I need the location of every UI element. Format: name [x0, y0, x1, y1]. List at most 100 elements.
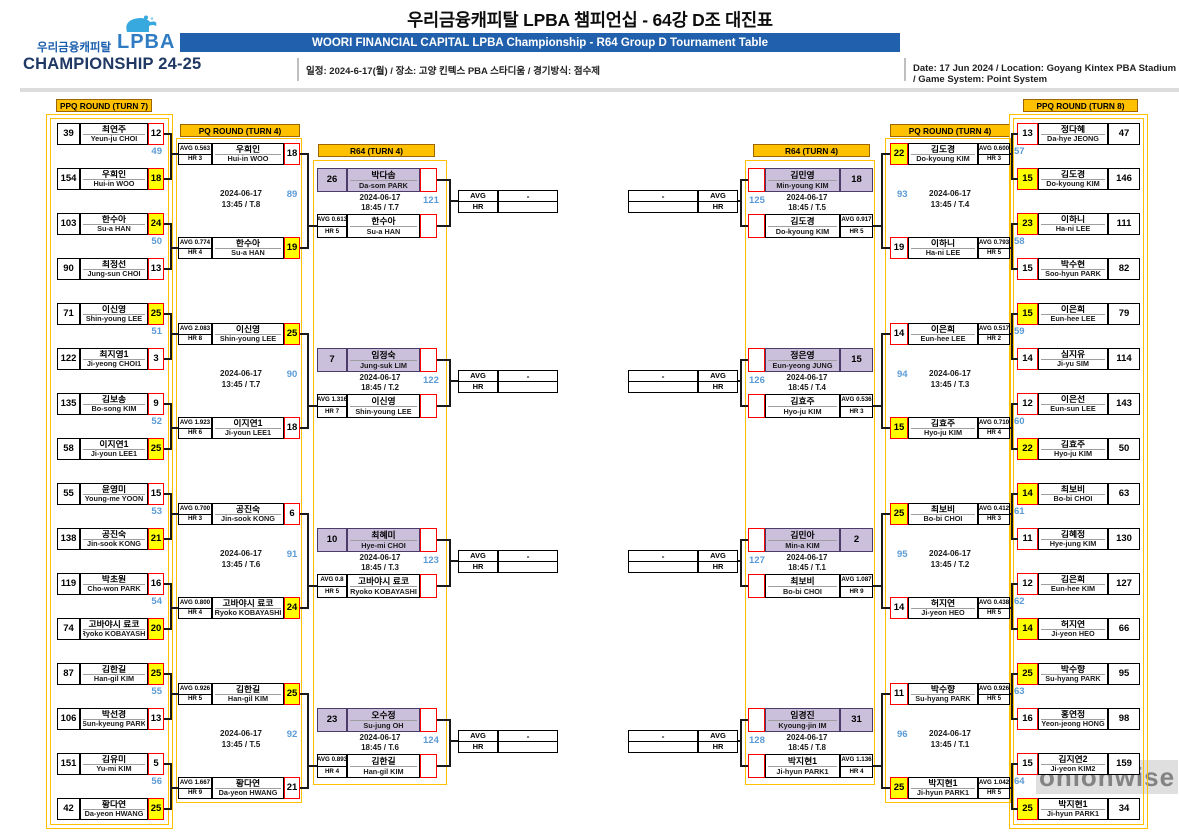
bracket-connector [1008, 607, 1013, 609]
bracket-connector [736, 560, 741, 562]
player-hr-value: HR 9 [187, 789, 203, 797]
match-number: 89 [286, 189, 298, 200]
player-id-box: 95 [1108, 663, 1140, 685]
bracket-connector [742, 179, 748, 181]
player-name-korean: 김은희 [1041, 575, 1105, 585]
player-name-korean: 공진숙 [215, 505, 281, 515]
page-subtitle-bar: WOORI FINANCIAL CAPITAL LPBA Championshi… [180, 33, 900, 52]
player-name-english: Jung-sun CHOI [87, 269, 141, 278]
player-name-korean: 이신영 [215, 325, 281, 335]
match-date: 2024-06-17 [929, 189, 971, 198]
player-name-korean: 공진숙 [83, 530, 145, 540]
player-name-korean: 김민영 [768, 170, 837, 181]
score-box: 12 [1017, 573, 1038, 595]
bracket-connector [882, 607, 890, 609]
player-hr-value: HR 9 [849, 587, 864, 595]
player-name-korean: 이지연1 [83, 440, 145, 450]
bracket-connector [1011, 673, 1013, 720]
bracket-connector [1008, 333, 1013, 335]
bracket-connector [1012, 448, 1018, 450]
player-id-box: 34 [1108, 798, 1140, 820]
player-id-box: 111 [1108, 213, 1140, 235]
bracket-connector [164, 448, 171, 450]
bracket-connector [164, 583, 171, 585]
bracket-connector [1012, 223, 1018, 225]
match-number: 55 [151, 686, 162, 697]
score-box: 13 [148, 708, 164, 730]
score-box [420, 168, 437, 192]
match-number: 92 [286, 729, 298, 740]
player-name-korean: 김한길 [350, 756, 417, 767]
player-name-english: Da-som PARK [359, 180, 408, 190]
player-name-korean: 최보비 [911, 505, 975, 515]
result-hr-label: HR [698, 201, 738, 213]
bracket-connector [449, 740, 458, 742]
player-name-english: Ryoko KOBAYASHI [215, 608, 281, 617]
player-name-korean: 최혜미 [350, 530, 417, 541]
score-box: 15 [1017, 303, 1038, 325]
player-name-korean: 허지연 [1041, 620, 1105, 630]
player-hr-value: HR 6 [187, 429, 203, 437]
match-number: 94 [897, 369, 908, 380]
player-id-box: 119 [57, 573, 80, 595]
player-name-english: Han-gil KIM [93, 674, 135, 683]
player-name-korean: 정다혜 [1041, 125, 1105, 135]
match-date: 2024-06-17 [220, 189, 262, 198]
seed-box: 10 [317, 528, 347, 552]
score-box [420, 708, 437, 732]
score-box: 13 [1017, 123, 1038, 145]
player-name-english: Ji-yeon HEO [1051, 629, 1095, 638]
score-box: 16 [148, 573, 164, 595]
player-name-english: Su-a HAN [97, 224, 131, 233]
bracket-connector [882, 153, 890, 155]
bracket-connector [164, 493, 171, 495]
player-name-korean: 이지연1 [215, 419, 281, 429]
match-time: 18:45 / T.7 [361, 203, 399, 212]
bracket-connector [300, 693, 308, 695]
score-box [748, 348, 765, 372]
player-name-korean: 박지현1 [911, 779, 975, 789]
score-box: 14 [1017, 483, 1038, 505]
bracket-connector [170, 607, 178, 609]
bracket-connector [307, 153, 309, 249]
event-info-english: Date: 17 Jun 2024 / Location: Goyang Kin… [913, 63, 1177, 85]
match-date: 2024-06-17 [359, 553, 401, 562]
player-name-english: Eun-yeong JUNG [772, 360, 833, 370]
player-avg-value: AVG 1.316 [317, 395, 347, 407]
player-name-english: Su-hyang PARK [1045, 674, 1101, 683]
bracket-connector [742, 539, 748, 541]
player-hr-value: HR 3 [187, 515, 203, 523]
score-box: 24 [148, 213, 164, 235]
bracket-connector [449, 539, 451, 587]
player-name-korean: 김효주 [768, 396, 837, 407]
player-avg-value: AVG 1.923 [179, 418, 211, 429]
bracket-connector [449, 719, 451, 767]
bracket-connector [882, 693, 890, 695]
bracket-connector [300, 427, 308, 429]
player-avg-value: AVG 0.536 [841, 395, 872, 407]
bracket-connector [1008, 247, 1013, 249]
match-number: 91 [286, 549, 298, 560]
player-id-box: 71 [57, 303, 80, 325]
bracket-connector [1008, 153, 1013, 155]
result-hr-label: HR [698, 381, 738, 393]
match-number: 63 [1014, 686, 1025, 697]
bracket-connector [170, 787, 178, 789]
bracket-connector [164, 403, 171, 405]
bracket-connector [164, 178, 171, 180]
column-header-pq_left: PQ ROUND (TURN 4) [180, 124, 300, 137]
bracket-connector [1012, 718, 1018, 720]
